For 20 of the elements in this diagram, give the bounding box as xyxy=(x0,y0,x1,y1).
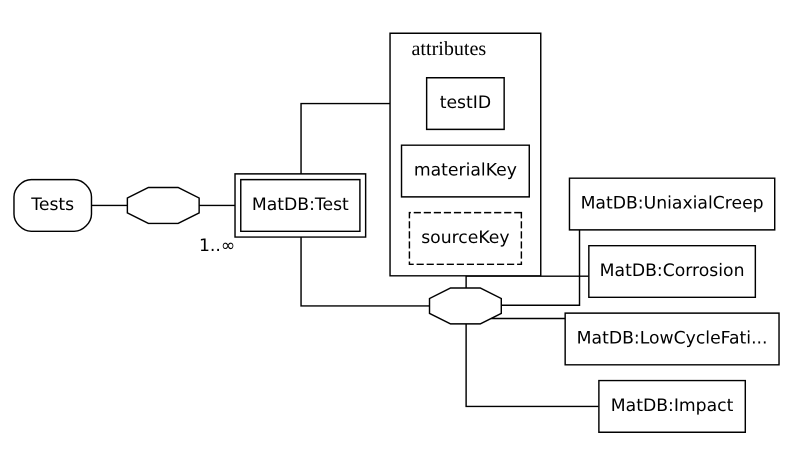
node-box: MatDB:Impact xyxy=(598,379,746,432)
connector xyxy=(502,230,580,306)
node-box: MatDB:Test xyxy=(234,172,366,238)
node-box: MatDB:LowCycleFati... xyxy=(564,312,780,366)
connector xyxy=(300,236,430,306)
node-octagon xyxy=(428,286,502,324)
node-box: testID xyxy=(426,76,505,130)
connector xyxy=(300,102,390,174)
connector xyxy=(465,274,588,288)
connector xyxy=(92,204,128,206)
node-box: Tests xyxy=(13,178,92,232)
node-octagon xyxy=(126,186,200,224)
node-box: MatDB:Corrosion xyxy=(588,244,756,298)
connector xyxy=(491,317,565,319)
connector xyxy=(199,204,235,206)
node-label: 1..∞ xyxy=(198,235,236,256)
node-box: sourceKey xyxy=(408,211,522,265)
connector xyxy=(465,323,598,407)
node-box: MatDB:UniaxialCreep xyxy=(568,176,776,230)
node-box: materialKey xyxy=(400,144,530,198)
